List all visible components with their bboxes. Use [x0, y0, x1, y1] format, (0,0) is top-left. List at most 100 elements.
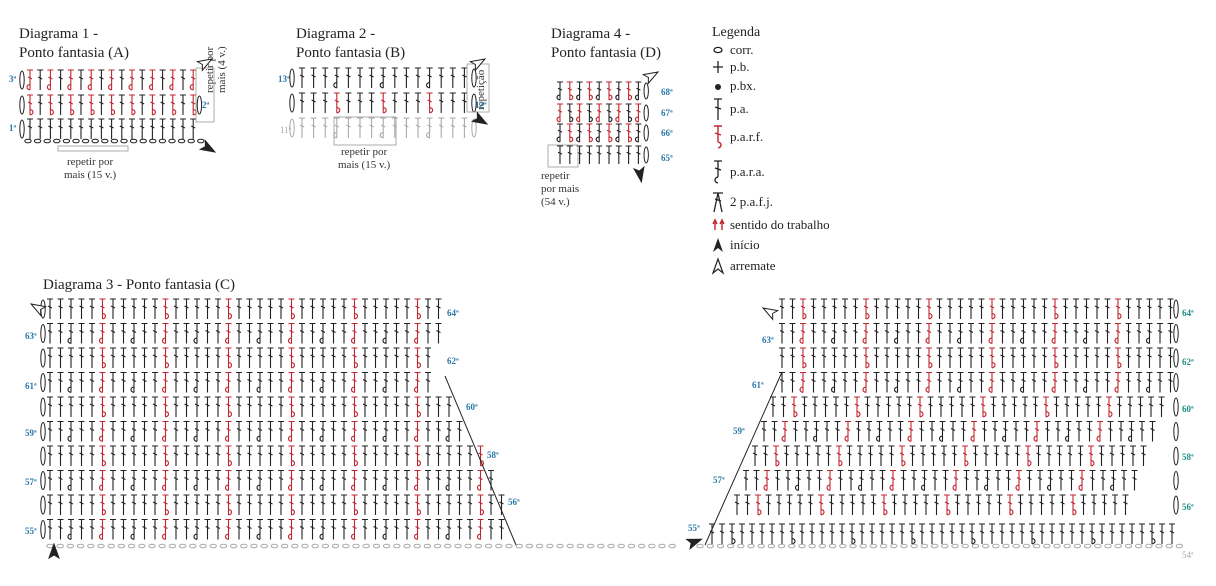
dc-stitch: [173, 371, 179, 393]
dc-stitch: [120, 371, 127, 393]
dc-stitch: [1148, 396, 1154, 417]
back-post-stitch: [224, 469, 232, 492]
dc-stitch: [120, 469, 127, 491]
dc-stitch: [1038, 494, 1045, 515]
chain-stitch: [484, 543, 493, 549]
dc-stitch: [947, 371, 953, 393]
front-post-stitch: [989, 347, 996, 369]
dc-stitch: [236, 322, 242, 344]
front-post-stitch: [969, 523, 976, 545]
dc-stitch: [438, 92, 445, 113]
back-post-stitch: [350, 371, 358, 394]
turning-chain: [1173, 422, 1179, 441]
dc-stitch: [1140, 445, 1147, 466]
chain-stitch: [129, 138, 138, 144]
dc-stitch: [173, 420, 179, 442]
d3-left-row-label: 59ª: [25, 428, 37, 438]
back-post-stitch: [857, 469, 865, 492]
front-post-stitch: [288, 445, 296, 467]
dc-stitch: [930, 445, 937, 466]
back-post-stitch: [615, 123, 622, 143]
chain-stitch: [433, 543, 442, 549]
chain-stitch: [87, 543, 95, 549]
dc-stitch: [1136, 347, 1142, 368]
dc-stitch: [246, 518, 253, 540]
dc-stitch: [57, 69, 64, 90]
dc-stitch: [566, 145, 573, 164]
back-post-stitch: [193, 420, 200, 443]
dc-stitch: [141, 396, 148, 417]
chain-stitch: [890, 543, 898, 549]
dc-stitch: [1139, 420, 1145, 442]
back-post-stitch: [98, 371, 106, 394]
front-post-stitch: [162, 494, 170, 516]
back-post-stitch: [287, 420, 295, 443]
chain-stitch: [597, 543, 605, 549]
back-post-stitch: [1033, 420, 1040, 443]
repeat-bracket: [547, 144, 579, 168]
dc-stitch: [330, 494, 337, 515]
dc-stitch: [322, 117, 329, 138]
chain-stitch: [1175, 543, 1184, 549]
dc-stitch: [1094, 347, 1100, 368]
dc-stitch: [1131, 469, 1138, 491]
turning-chain: [1173, 324, 1179, 343]
dc-stitch: [110, 494, 116, 515]
back-post-dc-icon: [714, 160, 722, 184]
dc-stitch: [152, 420, 158, 442]
back-post-stitch: [161, 420, 169, 443]
dc-stitch: [89, 494, 95, 515]
chain-stitch: [849, 543, 857, 549]
back-post-stitch: [98, 420, 106, 443]
front-post-stitch: [926, 298, 933, 320]
d4-row-label: 65ª: [661, 153, 673, 163]
dc-stitch: [821, 322, 827, 344]
dc-stitch: [884, 347, 890, 368]
dc-stitch: [215, 347, 221, 368]
chain-stitch: [1104, 543, 1112, 549]
legend-item: arremate: [712, 256, 775, 276]
dc-stitch: [173, 518, 179, 540]
dc-stitch: [774, 469, 781, 491]
dc-stitch: [257, 494, 263, 515]
dc-stitch: [1146, 298, 1153, 319]
dc-stitch: [1005, 469, 1012, 491]
back-post-stitch: [256, 518, 263, 541]
dc-stitch: [89, 347, 95, 368]
dc-stitch: [779, 322, 785, 344]
turning-chain: [1173, 299, 1179, 319]
dc-stitch: [828, 494, 835, 515]
d2-row-label: 12ª: [475, 100, 487, 110]
front-post-stitch: [99, 396, 107, 418]
back-post-stitch: [189, 69, 197, 91]
back-post-stitch: [26, 69, 33, 91]
chain-stitch: [1002, 543, 1010, 549]
dc-stitch: [57, 469, 64, 491]
dc-stitch: [341, 494, 347, 515]
dc-stitch: [404, 420, 410, 442]
back-post-stitch: [287, 469, 295, 492]
dc-stitch: [180, 94, 186, 115]
chain-stitch: [209, 543, 217, 549]
dc-stitch: [372, 322, 379, 344]
dc-stitch: [78, 494, 85, 515]
dc-stitch: [78, 322, 85, 344]
dc-stitch: [152, 494, 158, 515]
back-post-stitch: [1145, 322, 1153, 345]
chain-stitch: [110, 138, 119, 144]
turning-chain: [643, 124, 649, 142]
dc-stitch: [891, 494, 898, 515]
dc-stitch: [236, 298, 242, 319]
dc-stitch: [98, 94, 105, 115]
chain-stitch: [72, 138, 80, 144]
dc-stitch: [309, 518, 316, 540]
front-post-stitch: [333, 92, 341, 114]
dc-stitch: [47, 371, 53, 393]
chain-stitch: [777, 543, 786, 549]
legend-item: sentido do trabalho: [712, 215, 830, 235]
dc-stitch: [785, 469, 791, 491]
dc-stitch: [57, 396, 64, 417]
dc-stitch: [362, 371, 368, 393]
dc-stitch: [986, 494, 992, 515]
